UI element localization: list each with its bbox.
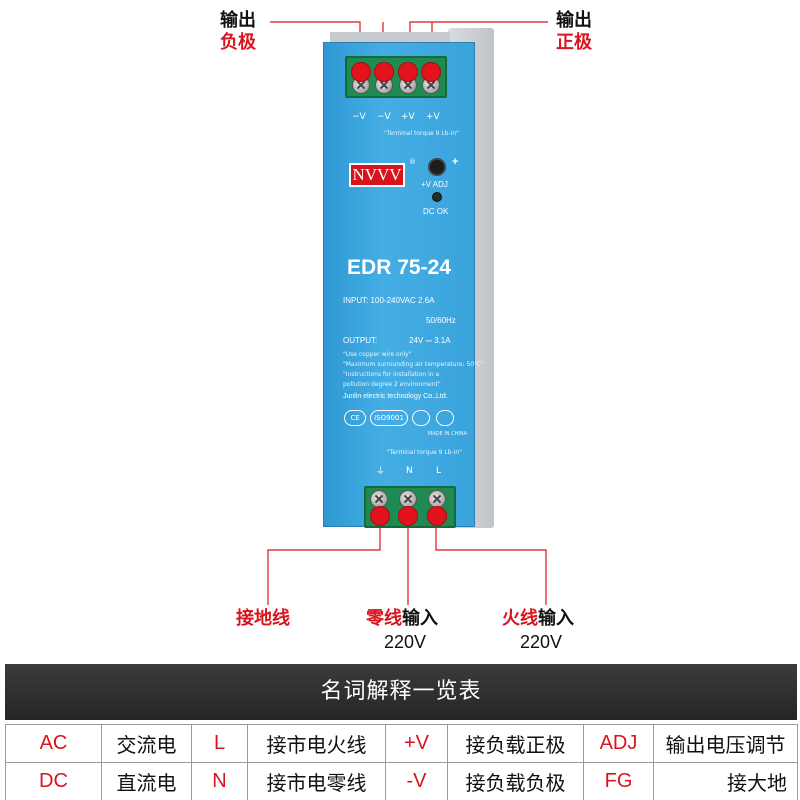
callout-ground: 接地线 bbox=[236, 608, 290, 629]
iso-mark: ISO9001 bbox=[370, 410, 408, 426]
cert-seal-icon bbox=[436, 410, 454, 426]
housing-top bbox=[330, 32, 450, 44]
output-spec: 24V ⎓ 3.1A bbox=[409, 336, 451, 345]
marker-live bbox=[427, 506, 447, 526]
callout-output-positive-line1: 输出 bbox=[556, 10, 592, 31]
power-supply-body bbox=[323, 42, 475, 527]
callout-output-positive: 输出 正极 bbox=[556, 10, 592, 54]
glossary-definition: 输出电压调节 bbox=[653, 724, 798, 763]
dc-ok-led-icon bbox=[432, 192, 442, 202]
callout-live-main: 火线 bbox=[502, 608, 538, 629]
ground-symbol-icon: ⏚ bbox=[376, 467, 386, 477]
glossary-term: N bbox=[191, 762, 248, 800]
callout-neutral-suffix: 输入 bbox=[402, 608, 438, 629]
glossary-term: L bbox=[191, 724, 248, 763]
note-installation: "Instructions for installation in a bbox=[343, 371, 440, 378]
marker-output-pos-1 bbox=[398, 62, 418, 82]
power-supply-wiring-diagram: −V −V +V +V "Terminal torque 9 Lb-in" NV… bbox=[0, 0, 800, 660]
callout-output-positive-line2: 正极 bbox=[556, 32, 592, 53]
glossary-definition: 接负载正极 bbox=[447, 724, 584, 763]
made-in-label: MADE IN CHINA bbox=[428, 431, 468, 437]
model-number: EDR 75-24 bbox=[347, 256, 451, 279]
glossary-term: FG bbox=[583, 762, 654, 800]
callout-live-voltage: 220V bbox=[520, 632, 563, 652]
adjust-plus-symbol: + bbox=[452, 156, 459, 168]
callout-neutral-voltage: 220V bbox=[384, 632, 427, 652]
callout-output-negative: 输出 负极 bbox=[220, 10, 256, 54]
torque-note-top: "Terminal torque 9 Lb-in" bbox=[384, 130, 459, 137]
callout-live: 火线输入 bbox=[502, 608, 574, 630]
terminal-label-neg-1: −V bbox=[352, 112, 366, 122]
dc-ok-label: DC OK bbox=[423, 207, 449, 216]
callout-live-suffix: 输入 bbox=[538, 608, 574, 629]
glossary-term: DC bbox=[5, 762, 102, 800]
input-spec: INPUT: 100-240VAC 2.6A bbox=[343, 296, 435, 305]
callout-neutral-main: 零线 bbox=[366, 608, 402, 629]
glossary-definition: 接大地 bbox=[653, 762, 798, 800]
torque-note-bottom: "Terminal torque 9 Lb-in" bbox=[387, 449, 462, 456]
marker-ground bbox=[370, 506, 390, 526]
output-label: OUTPUT: bbox=[343, 336, 378, 345]
note-temperature: "Maximum surrounding air temperature: 50… bbox=[343, 361, 484, 368]
line-live bbox=[435, 522, 547, 605]
glossary-row: AC 交流电 L 接市电火线 +V 接负载正极 ADJ 输出电压调节 bbox=[5, 724, 798, 763]
brand-logo: NVVV bbox=[349, 163, 405, 187]
glossary-term: AC bbox=[5, 724, 102, 763]
adjust-label: +V ADJ bbox=[421, 180, 448, 189]
voltage-adjust-knob[interactable] bbox=[428, 158, 446, 176]
note-copper-wire: "Use copper wire only" bbox=[343, 351, 412, 358]
glossary-definition: 直流电 bbox=[101, 762, 192, 800]
manufacturer: Junlin electric technology Co.,Ltd. bbox=[343, 393, 448, 400]
glossary-definition: 接市电火线 bbox=[247, 724, 386, 763]
cert-seal-icon bbox=[412, 410, 430, 426]
glossary-title: 名词解释一览表 bbox=[5, 664, 797, 720]
line-ground bbox=[267, 522, 381, 605]
callout-output-negative-line1: 输出 bbox=[220, 10, 256, 31]
frequency-spec: 50/60Hz bbox=[426, 316, 456, 325]
glossary-definition: 接市电零线 bbox=[247, 762, 386, 800]
terminal-label-neg-2: −V bbox=[377, 112, 391, 122]
marker-neutral bbox=[398, 506, 418, 526]
callout-neutral: 零线输入 bbox=[366, 608, 438, 630]
glossary-table: AC 交流电 L 接市电火线 +V 接负载正极 ADJ 输出电压调节 DC 直流… bbox=[5, 724, 798, 800]
terminal-label-pos-2: +V bbox=[426, 112, 440, 122]
marker-output-neg-1 bbox=[351, 62, 371, 82]
glossary-term: ADJ bbox=[583, 724, 654, 763]
marker-output-pos-2 bbox=[421, 62, 441, 82]
glossary-definition: 交流电 bbox=[101, 724, 192, 763]
note-pollution: pollution degree 2 environment" bbox=[343, 381, 441, 388]
registered-mark: ® bbox=[409, 158, 416, 166]
ce-mark: CE bbox=[344, 410, 366, 426]
marker-output-neg-2 bbox=[374, 62, 394, 82]
glossary-definition: 接负载负极 bbox=[447, 762, 584, 800]
glossary-term: -V bbox=[385, 762, 448, 800]
glossary-row: DC 直流电 N 接市电零线 -V 接负载负极 FG 接大地 bbox=[5, 762, 798, 800]
glossary-term: +V bbox=[385, 724, 448, 763]
callout-output-negative-line2: 负极 bbox=[220, 32, 256, 53]
terminal-label-neutral: N bbox=[406, 466, 413, 476]
terminal-label-live: L bbox=[436, 466, 442, 476]
terminal-label-pos-1: +V bbox=[401, 112, 415, 122]
